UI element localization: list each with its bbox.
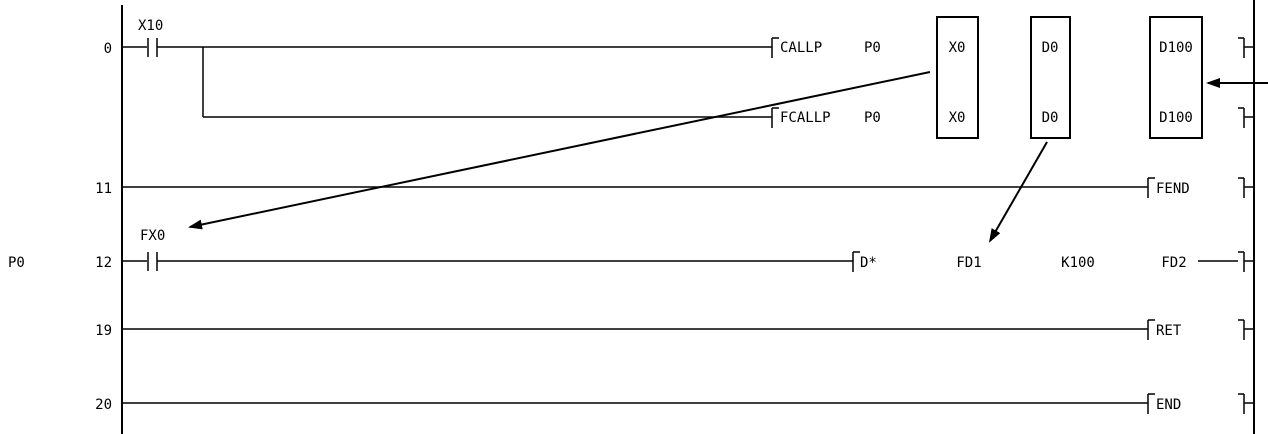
argument-box-d100	[1149, 16, 1203, 139]
instruction-fcallp: FCALLP	[780, 110, 831, 126]
argument-k100: K100	[1061, 255, 1095, 271]
arrow-d0-to-fd1	[989, 141, 1048, 243]
argument-fd2: FD2	[1161, 255, 1186, 271]
pointer-label: P0	[8, 255, 25, 271]
argument-x0: X0	[949, 40, 966, 56]
argument-fd1: FD1	[956, 255, 981, 271]
argument-box-x0	[936, 16, 979, 139]
contact-fx0	[122, 252, 845, 271]
pointer-operand: P0	[864, 40, 881, 56]
instruction-bracket	[1140, 393, 1155, 414]
pointer-operand: P0	[864, 110, 881, 126]
argument-d100: D100	[1159, 40, 1193, 56]
closing-bracket	[1238, 319, 1254, 340]
instruction-bracket	[845, 251, 860, 272]
arrow-x0-to-fx0	[188, 71, 931, 230]
closing-bracket	[1238, 177, 1254, 198]
contact-label-fx0: FX0	[140, 228, 165, 244]
step-number: 19	[95, 323, 112, 339]
step-number: 11	[95, 181, 112, 197]
closing-bracket	[1238, 107, 1254, 128]
step-number: 12	[95, 255, 112, 271]
argument-d0: D0	[1042, 40, 1059, 56]
closing-bracket	[1238, 37, 1254, 58]
instruction-bracket	[1140, 177, 1155, 198]
instruction-bracket	[1140, 319, 1155, 340]
contact-x10	[122, 38, 762, 57]
argument-d0: D0	[1042, 110, 1059, 126]
instruction-callp: CALLP	[780, 40, 822, 56]
step-number: 0	[104, 41, 112, 57]
argument-x0: X0	[949, 110, 966, 126]
instruction-end: END	[1156, 397, 1181, 413]
instruction-dmul: D*	[860, 255, 877, 271]
instruction-bracket	[762, 107, 779, 128]
contact-label-x10: X10	[138, 18, 163, 34]
instruction-ret: RET	[1156, 323, 1182, 339]
instruction-fend: FEND	[1156, 181, 1190, 197]
step-number: 20	[95, 397, 112, 413]
argument-box-d0	[1030, 16, 1071, 139]
closing-bracket	[1238, 251, 1254, 272]
instruction-bracket	[762, 37, 779, 58]
argument-d100: D100	[1159, 110, 1193, 126]
closing-bracket	[1238, 393, 1254, 414]
